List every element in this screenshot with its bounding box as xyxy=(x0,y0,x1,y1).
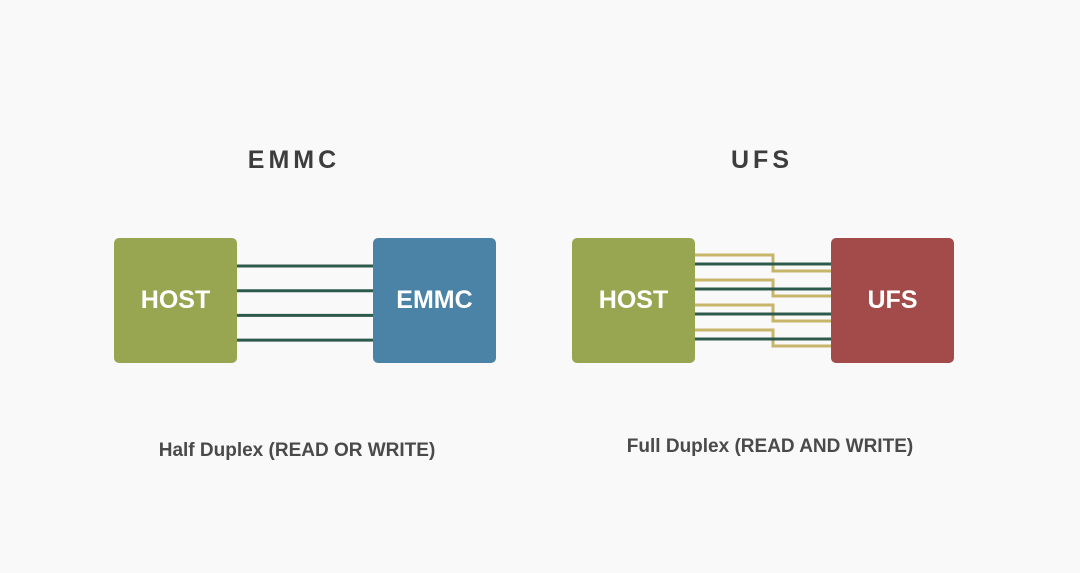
emmc-caption: Half Duplex (READ OR WRITE) xyxy=(158,440,436,461)
ufs-host-box: HOST xyxy=(572,238,695,363)
ufs-caption: Full Duplex (READ AND WRITE) xyxy=(626,436,914,457)
emmc-device-box: EMMC xyxy=(373,238,496,363)
ufs-title: UFS xyxy=(731,146,793,174)
ufs-device-box: UFS xyxy=(831,238,954,363)
emmc-host-box: HOST xyxy=(114,238,237,363)
emmc-title: EMMC xyxy=(247,146,341,174)
